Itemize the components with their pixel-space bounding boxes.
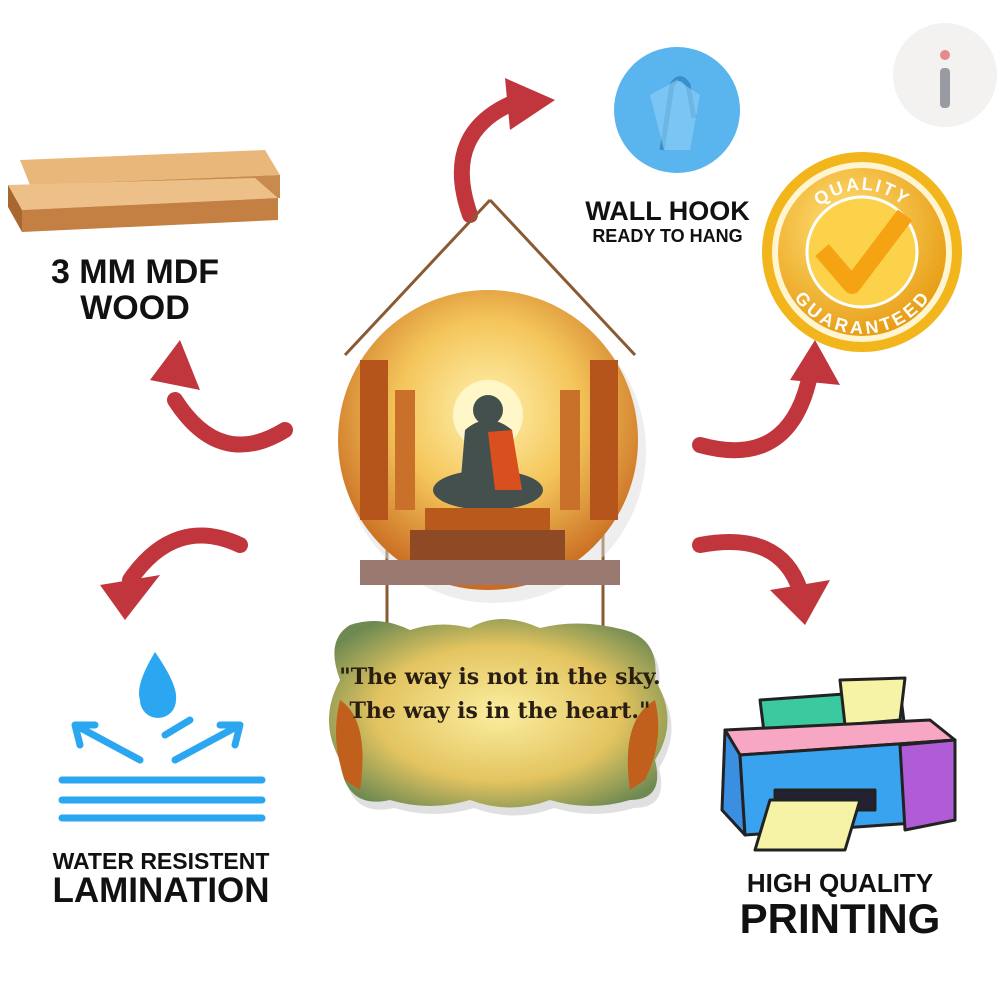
wood-label-line2: WOOD: [80, 288, 190, 327]
lamination-line1: WATER RESISTENT: [52, 848, 270, 874]
arrow-to-quality: [692, 367, 818, 459]
wood-label-line1: 3 MM MDF: [50, 253, 220, 291]
arrows: [122, 92, 818, 598]
quote-board: [329, 619, 672, 816]
arrow-to-printing: [692, 534, 808, 598]
printing-line1: HIGH QUALITY: [746, 868, 934, 898]
buddha-round-plaque: [338, 290, 646, 603]
brand-logo: [893, 23, 997, 127]
arrow-to-lamination: [122, 527, 248, 588]
lamination-line2: LAMINATION: [52, 871, 270, 911]
hook-subtitle: READY TO HANG: [592, 226, 743, 247]
hook-label: WALL HOOK READY TO HANG: [570, 197, 765, 246]
printing-label: HIGH QUALITY PRINTING: [720, 868, 960, 943]
hook-title: WALL HOOK: [585, 196, 750, 226]
printer-icon: [720, 676, 957, 852]
wall-hook-icon: [614, 47, 740, 173]
plaque-quote: "The way is not in the sky. The way is i…: [339, 664, 661, 724]
wood-label: 3 MM MDF WOOD: [20, 253, 250, 327]
arrow-to-hook: [453, 92, 528, 223]
wood-planks-icon: [8, 150, 280, 232]
water-resistant-icon: [58, 652, 266, 822]
arrow-to-wood: [167, 392, 293, 453]
lamination-label: WATER RESISTENT LAMINATION: [30, 849, 292, 910]
quality-guaranteed-badge: QUALITY GUARANTEED: [762, 152, 962, 352]
printing-line2: PRINTING: [739, 895, 941, 943]
